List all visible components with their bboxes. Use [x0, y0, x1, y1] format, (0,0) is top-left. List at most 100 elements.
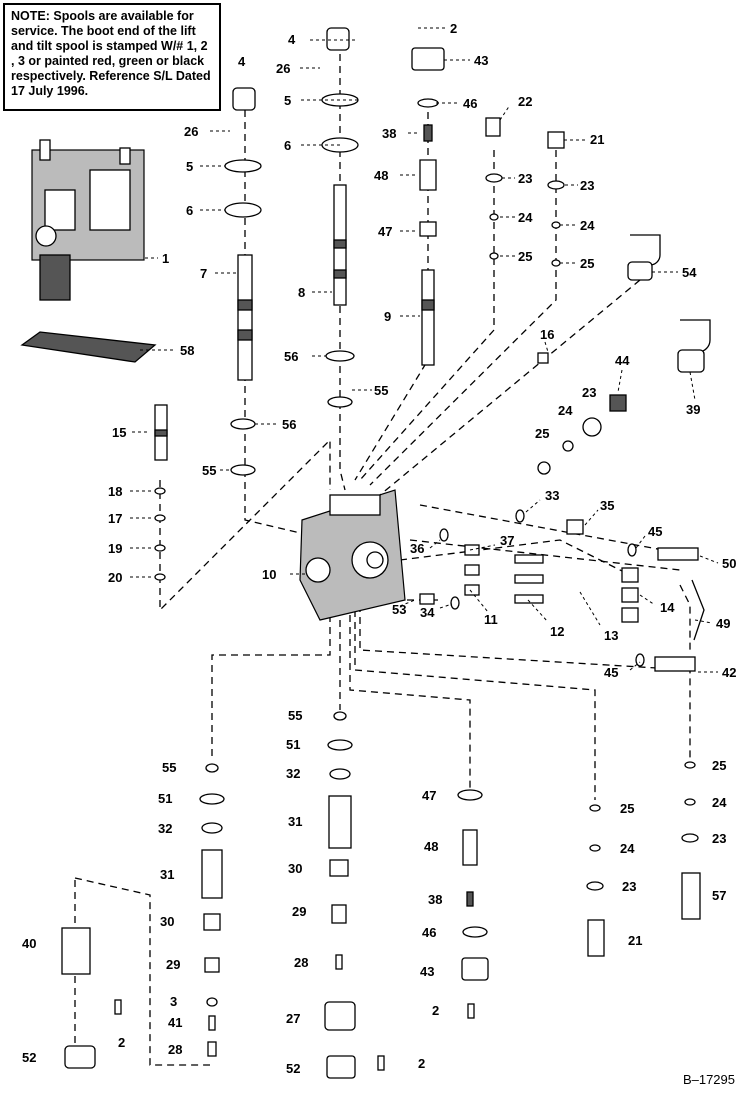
callout-3: 3 [170, 994, 177, 1009]
callout-41: 41 [168, 1015, 182, 1030]
callout-2: 2 [432, 1003, 439, 1018]
callout-43: 43 [420, 964, 434, 979]
callout-23: 23 [582, 385, 596, 400]
callout-57: 57 [712, 888, 726, 903]
callout-5: 5 [284, 93, 291, 108]
callout-12: 12 [550, 624, 564, 639]
callout-24: 24 [558, 403, 573, 418]
callout-31: 31 [160, 867, 174, 882]
callout-30: 30 [288, 861, 302, 876]
callout-39: 39 [686, 402, 700, 417]
right-side-fittings [419, 234, 711, 672]
callout-leaders [130, 27, 719, 673]
callout-10: 10 [262, 567, 276, 582]
callout-27: 27 [286, 1011, 300, 1026]
callout-25: 25 [712, 758, 726, 773]
callout-36: 36 [410, 541, 424, 556]
callout-48: 48 [424, 839, 438, 854]
callout-48: 48 [374, 168, 388, 183]
callout-13: 13 [604, 628, 618, 643]
callout-45: 45 [648, 524, 662, 539]
callout-5: 5 [186, 159, 193, 174]
callout-42: 42 [722, 665, 736, 680]
callout-40: 40 [22, 936, 36, 951]
spool-7 [237, 254, 253, 381]
valve-body [299, 489, 406, 621]
callout-30: 30 [160, 914, 174, 929]
callout-21: 21 [590, 132, 604, 147]
callout-29: 29 [166, 957, 180, 972]
callout-38: 38 [382, 126, 396, 141]
callout-47: 47 [422, 788, 436, 803]
callout-44: 44 [615, 353, 630, 368]
callout-23: 23 [518, 171, 532, 186]
valve-assembly-thumbnail [31, 139, 145, 301]
callout-58: 58 [180, 343, 194, 358]
callout-55: 55 [162, 760, 176, 775]
callout-16: 16 [540, 327, 554, 342]
callout-4: 4 [288, 32, 296, 47]
callout-25: 25 [535, 426, 549, 441]
note-heading: NOTE: [11, 9, 50, 23]
spool-15 [154, 404, 168, 461]
callout-51: 51 [286, 737, 300, 752]
callout-43: 43 [474, 53, 488, 68]
callout-18: 18 [108, 484, 122, 499]
callout-47: 47 [378, 224, 392, 239]
spool-9 [421, 269, 435, 366]
callout-14: 14 [660, 600, 675, 615]
lower-stack-center [324, 711, 385, 1079]
callout-21: 21 [628, 933, 642, 948]
service-note: NOTE: Spools are available for service. … [3, 3, 221, 111]
callout-23: 23 [622, 879, 636, 894]
callout-24: 24 [518, 210, 533, 225]
callout-56: 56 [284, 349, 298, 364]
callout-49: 49 [716, 616, 730, 631]
callout-7: 7 [200, 266, 207, 281]
callout-33: 33 [545, 488, 559, 503]
callout-25: 25 [518, 249, 532, 264]
callout-23: 23 [712, 831, 726, 846]
decal-sheet [20, 331, 157, 363]
assembly-guide-lines [74, 30, 691, 1066]
left-seals [154, 487, 166, 581]
callout-55: 55 [202, 463, 216, 478]
callout-52: 52 [22, 1050, 36, 1065]
callout-37: 37 [500, 533, 514, 548]
callout-46: 46 [422, 925, 436, 940]
callout-55: 55 [374, 383, 388, 398]
lower-stack-left [61, 763, 225, 1069]
callout-24: 24 [712, 795, 727, 810]
callout-24: 24 [620, 841, 635, 856]
note-text: Spools are available for service. The bo… [11, 9, 211, 98]
callout-38: 38 [428, 892, 442, 907]
callout-45: 45 [604, 665, 618, 680]
spool-8 [333, 184, 347, 306]
callout-26: 26 [184, 124, 198, 139]
callout-34: 34 [420, 605, 435, 620]
callout-46: 46 [463, 96, 477, 111]
callout-2: 2 [418, 1056, 425, 1071]
callout-35: 35 [600, 498, 614, 513]
callout-19: 19 [108, 541, 122, 556]
callout-25: 25 [620, 801, 634, 816]
callout-24: 24 [580, 218, 595, 233]
callout-6: 6 [186, 203, 193, 218]
callout-31: 31 [288, 814, 302, 829]
lower-stack-right [457, 761, 701, 1019]
callout-26: 26 [276, 61, 290, 76]
callout-32: 32 [158, 821, 172, 836]
callout-55: 55 [288, 708, 302, 723]
callout-54: 54 [682, 265, 697, 280]
callout-1: 1 [162, 251, 169, 266]
callout-6: 6 [284, 138, 291, 153]
callout-32: 32 [286, 766, 300, 781]
callout-23: 23 [580, 178, 594, 193]
drawing-number: B–17295 [682, 1072, 735, 1087]
callout-20: 20 [108, 570, 122, 585]
callout-25: 25 [580, 256, 594, 271]
callout-28: 28 [294, 955, 308, 970]
top-caps-and-seals [224, 27, 565, 476]
callout-28: 28 [168, 1042, 182, 1057]
